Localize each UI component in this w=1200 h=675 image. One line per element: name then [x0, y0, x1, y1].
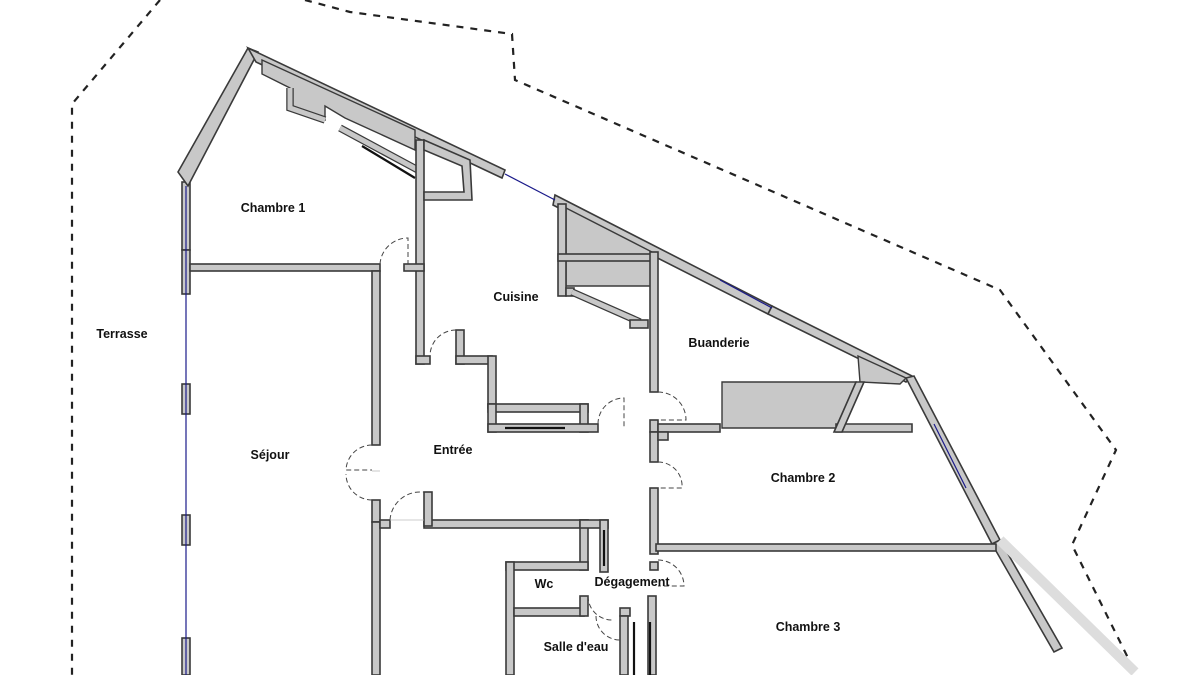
label-salle-eau: Salle d'eau — [543, 640, 609, 654]
label-degagement: Dégagement — [594, 575, 670, 589]
terrace-outline-top — [304, 0, 1136, 673]
label-chambre2: Chambre 2 — [770, 471, 836, 485]
label-wc: Wc — [534, 577, 554, 591]
closet-chambre1 — [261, 58, 416, 152]
doors — [345, 237, 687, 641]
label-buanderie: Buanderie — [688, 336, 750, 350]
west-wall — [181, 181, 191, 675]
label-cuisine: Cuisine — [493, 290, 539, 304]
label-chambre3: Chambre 3 — [775, 620, 841, 634]
label-sejour: Séjour — [250, 448, 290, 462]
label-terrasse: Terrasse — [96, 327, 148, 341]
bottom-right-window — [996, 536, 1139, 675]
east-wall — [904, 375, 1064, 654]
terrace-outline — [70, 0, 161, 675]
label-entree: Entrée — [433, 443, 473, 457]
interior-walls — [189, 138, 997, 675]
label-chambre1: Chambre 1 — [240, 201, 306, 215]
